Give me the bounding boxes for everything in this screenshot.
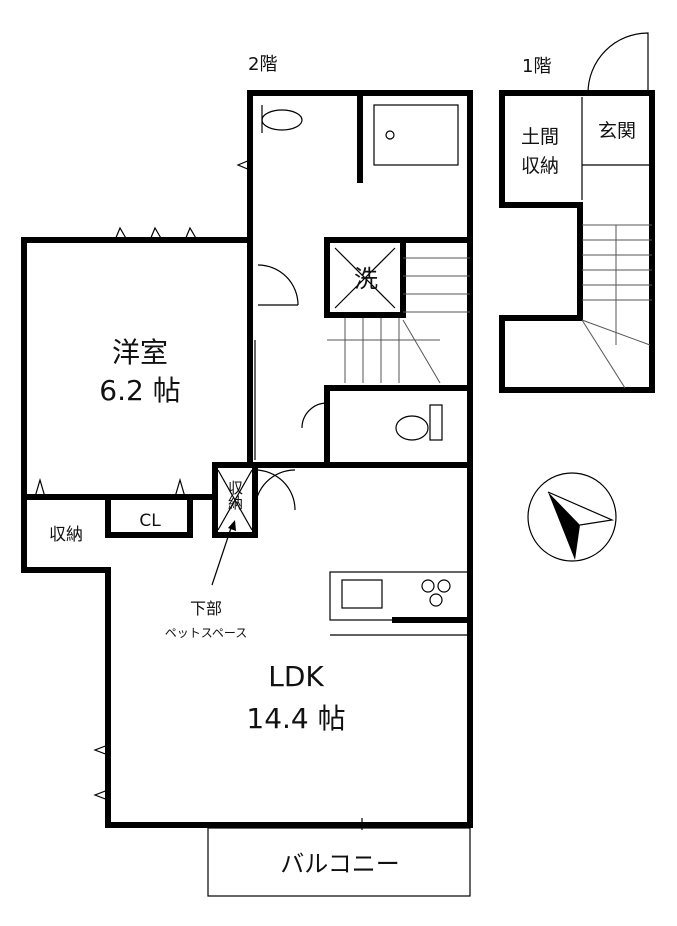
floor1-label: 1階 bbox=[522, 56, 551, 77]
western-room-name: 洋室 bbox=[112, 336, 168, 369]
floor2-label: 2階 bbox=[248, 54, 277, 75]
floor1-walls bbox=[499, 32, 655, 393]
closet-label: CL bbox=[139, 511, 161, 531]
pet-space-line1: 下部 bbox=[190, 599, 222, 618]
ldk-name: LDK bbox=[268, 660, 324, 693]
north-arrow-icon bbox=[527, 472, 617, 562]
entrance-label: 玄関 bbox=[598, 120, 636, 142]
floor2-walls bbox=[21, 90, 473, 828]
floor2-details bbox=[25, 104, 473, 830]
storage-tall-label: 収納 bbox=[226, 480, 244, 511]
pet-space-line2: ペットスペース bbox=[165, 626, 248, 640]
storage-left-label: 収納 bbox=[49, 525, 83, 545]
laundry-label: 洗 bbox=[354, 265, 378, 293]
balcony-outline bbox=[207, 827, 471, 897]
western-room-size: 6.2 帖 bbox=[99, 374, 180, 407]
balcony-label: バルコニー bbox=[280, 850, 400, 878]
earth-storage-line1: 土間 bbox=[521, 126, 559, 148]
earth-storage-line2: 収納 bbox=[521, 155, 559, 177]
ldk-size: 14.4 帖 bbox=[246, 702, 345, 735]
